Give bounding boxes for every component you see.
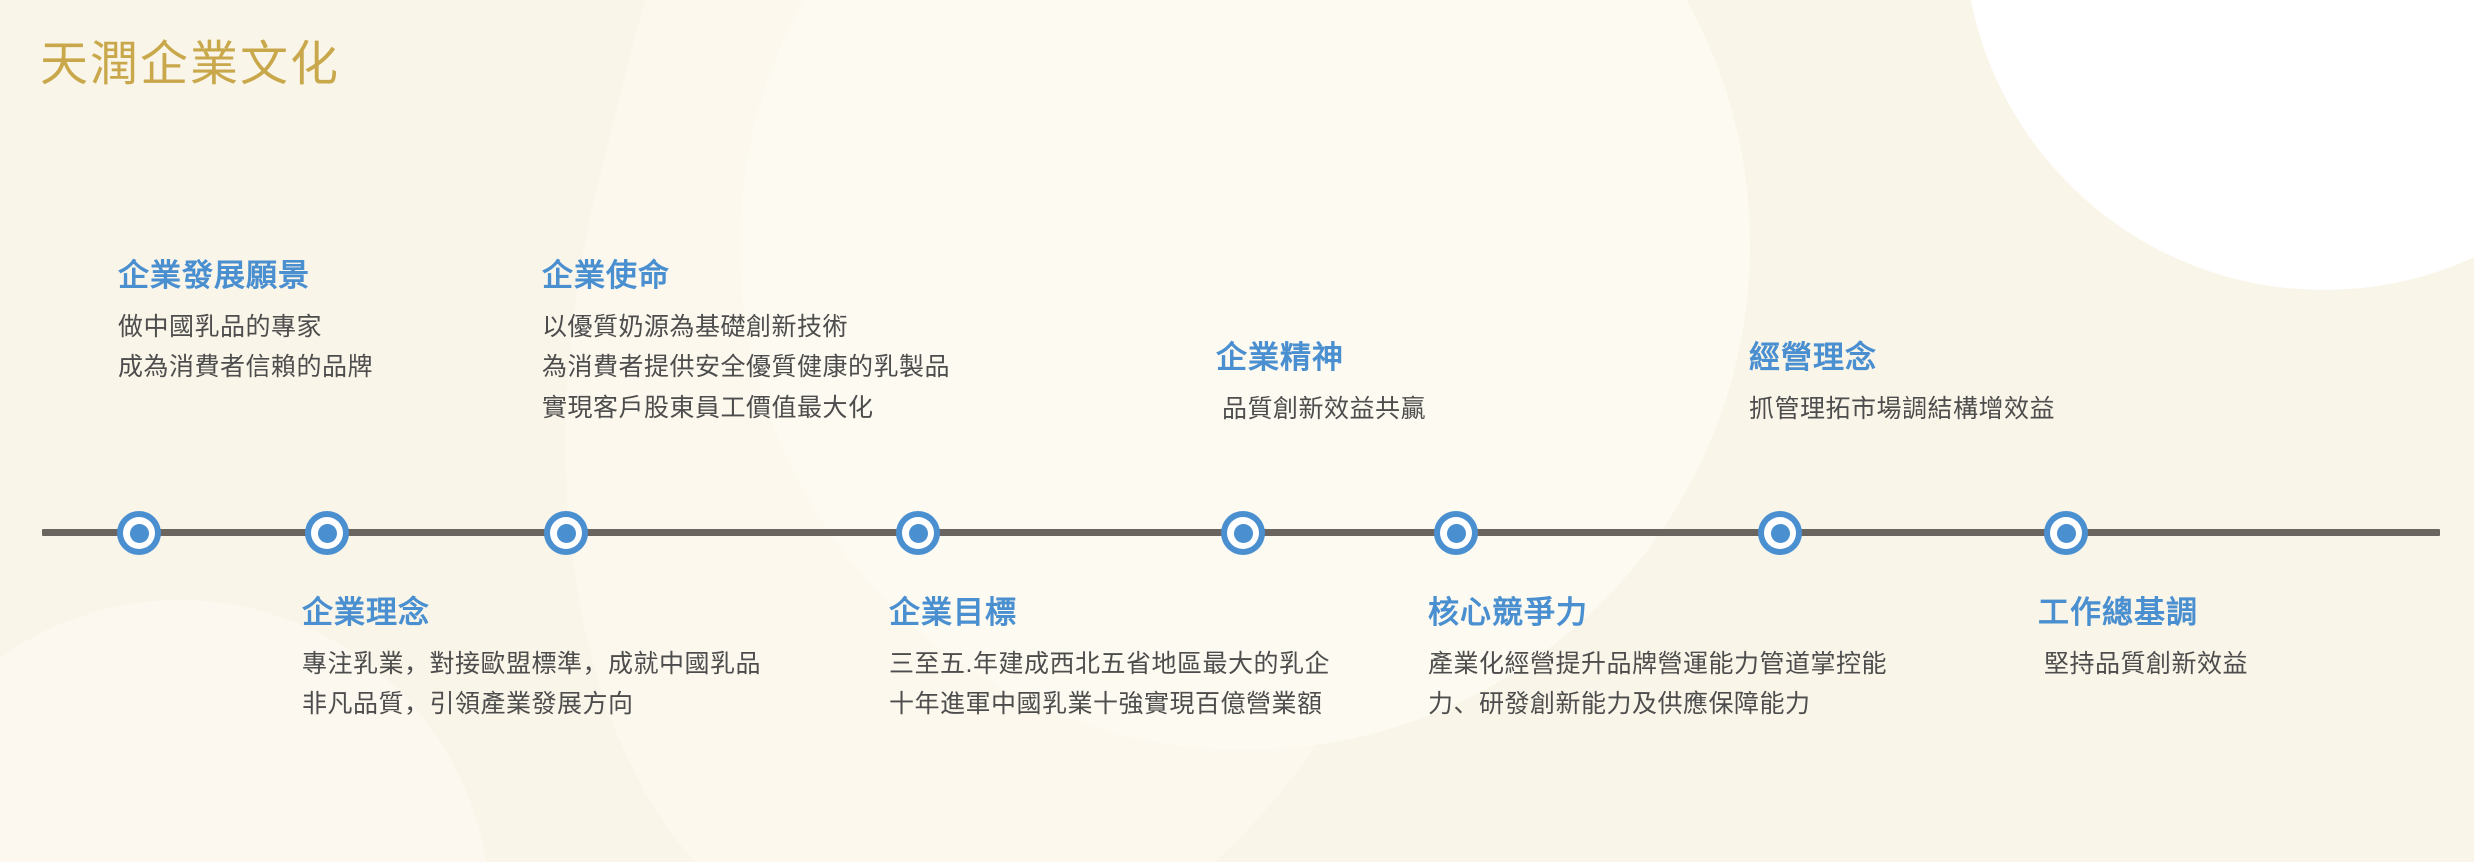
- item-goal-heading: 企業目標: [889, 595, 1017, 630]
- node-core-icon: [556, 523, 576, 543]
- node-ring-icon: [1440, 517, 1472, 549]
- node-core-icon: [908, 523, 928, 543]
- item-spirit-line-1: 品質創新效益共贏: [1222, 394, 1427, 423]
- item-spirit: 企業精神 品質創新效益共贏: [1216, 340, 1426, 429]
- item-spirit-lines: 品質創新效益共贏: [1216, 389, 1426, 430]
- node-core-icon: [2056, 523, 2076, 543]
- node-core-icon: [317, 523, 337, 543]
- item-spirit-heading: 企業精神: [1216, 340, 1344, 375]
- node-ring-icon: [1227, 517, 1259, 549]
- node-ring-icon: [902, 517, 934, 549]
- item-management-line-1: 抓管理拓市場調結構增效益: [1749, 394, 2056, 423]
- item-philosophy-line-1: 專注乳業，對接歐盟標準，成就中國乳品: [302, 649, 762, 678]
- node-core-icon: [129, 523, 149, 543]
- node-ring-icon: [550, 517, 582, 549]
- timeline-node-4[interactable]: [896, 511, 940, 555]
- item-vision-line-1: 做中國乳品的專家: [118, 312, 323, 341]
- item-mission-lines: 以優質奶源為基礎創新技術 為消費者提供安全優質健康的乳製品 實現客戶股東員工價值…: [542, 307, 950, 429]
- item-philosophy-heading: 企業理念: [302, 595, 430, 630]
- item-philosophy: 企業理念 專注乳業，對接歐盟標準，成就中國乳品 非凡品質，引領產業發展方向: [302, 595, 761, 725]
- node-ring-icon: [1764, 517, 1796, 549]
- item-competitiveness-heading: 核心競爭力: [1428, 595, 1588, 630]
- item-mission-line-2: 為消費者提供安全優質健康的乳製品: [542, 353, 951, 382]
- item-worktone: 工作總基調 堅持品質創新效益: [2038, 595, 2248, 684]
- timeline-node-5[interactable]: [1221, 511, 1265, 555]
- item-goal-lines: 三至五.年建成西北五省地區最大的乳企 十年進軍中國乳業十強實現百億營業額: [889, 644, 1330, 725]
- item-competitiveness: 核心競爭力 產業化經營提升品牌營運能力管道掌控能 力、研發創新能力及供應保障能力: [1428, 595, 1887, 725]
- item-vision-line-2: 成為消費者信賴的品牌: [118, 353, 374, 382]
- timeline-node-3[interactable]: [544, 511, 588, 555]
- timeline-node-7[interactable]: [1758, 511, 1802, 555]
- node-core-icon: [1446, 523, 1466, 543]
- timeline-node-8[interactable]: [2044, 511, 2088, 555]
- item-management-lines: 抓管理拓市場調結構增效益: [1749, 389, 2055, 430]
- node-ring-icon: [2050, 517, 2082, 549]
- item-competitiveness-lines: 產業化經營提升品牌營運能力管道掌控能 力、研發創新能力及供應保障能力: [1428, 644, 1887, 725]
- timeline-node-6[interactable]: [1434, 511, 1478, 555]
- item-mission-heading: 企業使命: [542, 258, 670, 293]
- item-goal-line-1: 三至五.年建成西北五省地區最大的乳企: [889, 649, 1330, 678]
- item-goal-line-2: 十年進軍中國乳業十強實現百億營業額: [889, 690, 1323, 719]
- node-ring-icon: [311, 517, 343, 549]
- item-worktone-line-1: 堅持品質創新效益: [2044, 649, 2249, 678]
- item-management-heading: 經營理念: [1749, 340, 1877, 375]
- node-ring-icon: [123, 517, 155, 549]
- item-vision-heading: 企業發展願景: [118, 258, 310, 293]
- item-worktone-lines: 堅持品質創新效益: [2038, 644, 2248, 685]
- timeline-node-1[interactable]: [117, 511, 161, 555]
- item-competitiveness-line-2: 力、研發創新能力及供應保障能力: [1428, 690, 1811, 719]
- page-title: 天潤企業文化: [40, 38, 341, 91]
- timeline-node-2[interactable]: [305, 511, 349, 555]
- item-worktone-heading: 工作總基調: [2038, 595, 2198, 630]
- item-management: 經營理念 抓管理拓市場調結構增效益: [1749, 340, 2055, 429]
- item-vision-lines: 做中國乳品的專家 成為消費者信賴的品牌: [118, 307, 373, 388]
- item-mission-line-3: 實現客戶股東員工價值最大化: [542, 393, 874, 422]
- item-mission-line-1: 以優質奶源為基礎創新技術: [542, 312, 849, 341]
- item-philosophy-lines: 專注乳業，對接歐盟標準，成就中國乳品 非凡品質，引領產業發展方向: [302, 644, 761, 725]
- item-vision: 企業發展願景 做中國乳品的專家 成為消費者信賴的品牌: [118, 258, 373, 388]
- item-goal: 企業目標 三至五.年建成西北五省地區最大的乳企 十年進軍中國乳業十強實現百億營業…: [889, 595, 1330, 725]
- item-philosophy-line-2: 非凡品質，引領產業發展方向: [302, 690, 634, 719]
- node-core-icon: [1233, 523, 1253, 543]
- item-competitiveness-line-1: 產業化經營提升品牌營運能力管道掌控能: [1428, 649, 1888, 678]
- item-mission: 企業使命 以優質奶源為基礎創新技術 為消費者提供安全優質健康的乳製品 實現客戶股…: [542, 258, 950, 428]
- node-core-icon: [1770, 523, 1790, 543]
